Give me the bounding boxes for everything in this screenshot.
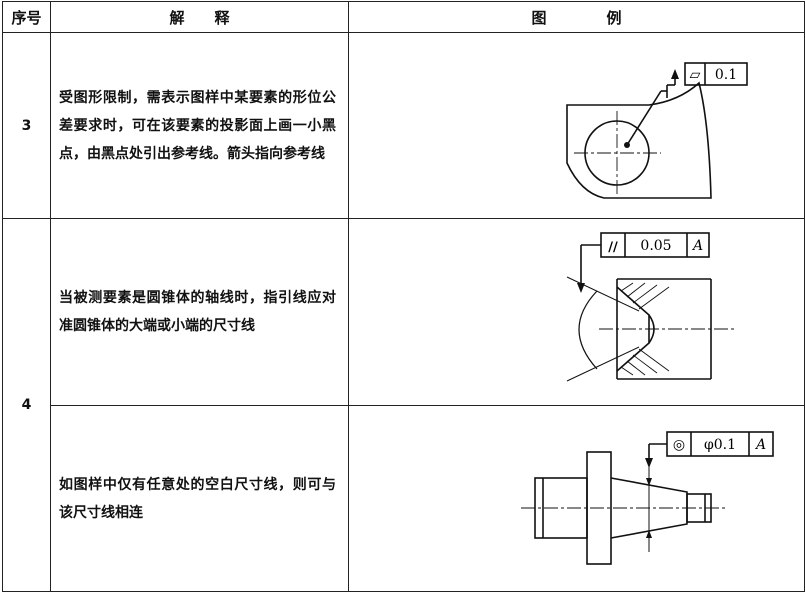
frame-value: 0.05	[640, 238, 671, 254]
row-explanation: 当被测要素是圆锥体的轴线时，指引线应对准圆锥体的大端或小端的尺寸线	[50, 218, 349, 406]
table-row: 如图样中仅有任意处的空白尺寸线，则可与该尺寸线相连	[3, 405, 805, 592]
row-number: 4	[2, 218, 51, 592]
explanation-text: 受图形限制，需表示图样中某要素的形位公差要求时，可在该要素的投影面上画一小黑点，…	[59, 89, 336, 162]
table-header: 序号 解 释 图 例	[2, 1, 805, 33]
figure-cell: ◎ φ0.1 A	[348, 405, 805, 592]
row-explanation: 如图样中仅有任意处的空白尺寸线，则可与该尺寸线相连	[50, 405, 349, 592]
explanation-text: 当被测要素是圆锥体的轴线时，指引线应对准圆锥体的大端或小端的尺寸线	[59, 290, 336, 334]
frame-value: φ0.1	[704, 437, 736, 453]
frame-symbol-parallelism: //	[608, 240, 618, 255]
figure-cone-axis: // 0.05 A	[566, 232, 734, 382]
figure-cell: ▱ 0.1	[348, 32, 805, 219]
figure-dot-leader: ▱ 0.1	[566, 62, 748, 199]
row-explanation: 受图形限制，需表示图样中某要素的形位公差要求时，可在该要素的投影面上画一小黑点，…	[50, 32, 349, 219]
table-row: 4 当被测要素是圆锥体的轴线时，指引线应对准圆锥体的大端或小端的尺寸线	[2, 218, 805, 592]
frame-datum: A	[691, 238, 703, 254]
explanation-text: 如图样中仅有任意处的空白尺寸线，则可与该尺寸线相连	[59, 476, 336, 521]
row-number: 3	[2, 32, 51, 219]
header-no: 序号	[2, 1, 51, 33]
frame-datum: A	[754, 437, 766, 453]
figure-shaft-coaxiality: ◎ φ0.1 A	[521, 431, 774, 565]
figure-cell: // 0.05 A	[348, 218, 805, 406]
frame-symbol-coaxiality: ◎	[673, 437, 685, 453]
frame-symbol-flatness: ▱	[690, 67, 701, 83]
header-figure: 图 例	[348, 1, 805, 33]
frame-value: 0.1	[715, 67, 737, 83]
header-explanation: 解 释	[50, 1, 349, 33]
table-row: 3 受图形限制，需表示图样中某要素的形位公差要求时，可在该要素的投影面上画一小黑…	[2, 32, 805, 219]
